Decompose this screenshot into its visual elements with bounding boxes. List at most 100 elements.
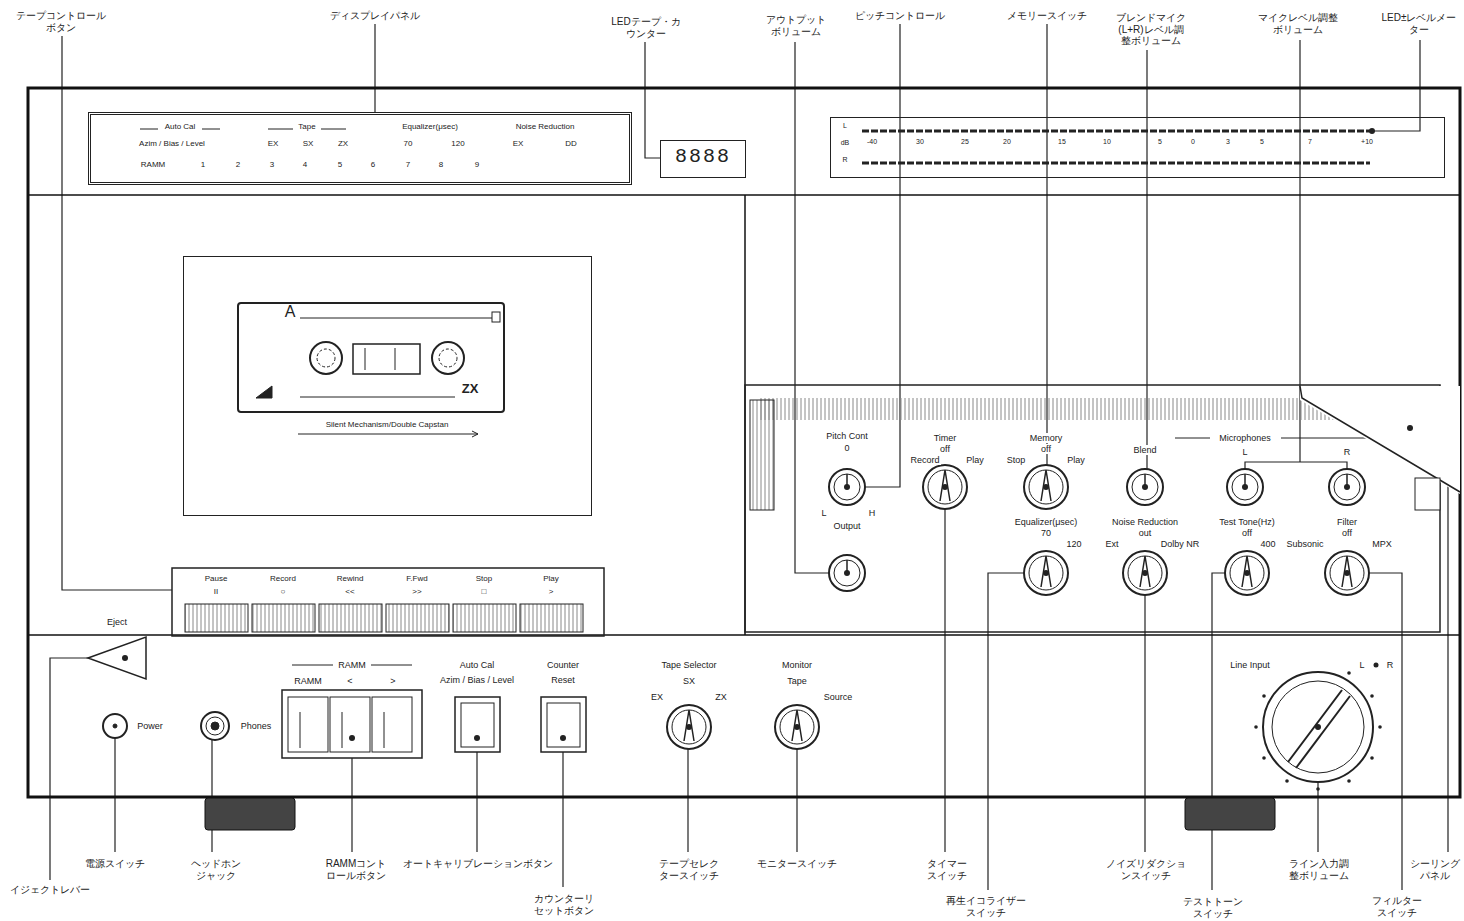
leader-line [687, 749, 688, 852]
lower-controls [372, 697, 412, 752]
control-label: R [1386, 660, 1395, 670]
leader-line [645, 42, 660, 158]
leader-line [50, 24, 1448, 890]
dot [1407, 425, 1413, 431]
transport-strip [185, 604, 248, 632]
control-label: Monitor [781, 660, 813, 670]
dot [1370, 756, 1374, 760]
control-label: 0 [843, 443, 850, 453]
dot [1262, 694, 1266, 698]
control-label: Filter [1336, 517, 1358, 527]
control-label: Dolby NR [1160, 539, 1201, 549]
cassette-drawing [353, 344, 420, 374]
callout-label: ブレンドマイク(L+R)レベル調整ボリューム [1113, 12, 1189, 47]
cassette-drawing [365, 348, 366, 370]
control-label: Pitch Cont [825, 431, 869, 441]
callout-label: 再生イコライザースイッチ [943, 895, 1029, 918]
control-label: Blend [1132, 445, 1157, 455]
cassette-drawing [298, 434, 478, 435]
panel-knobs [667, 465, 1369, 749]
panel-knobs [923, 465, 967, 509]
panel-text: 5 [1158, 138, 1162, 146]
lower-controls [384, 712, 385, 748]
control-subpanel [750, 400, 774, 510]
panel-knobs [829, 555, 865, 591]
leader-line [1317, 782, 1318, 852]
level-meter: LdBR-40302520151050357+10 [830, 117, 1445, 178]
panel-knobs [1024, 551, 1068, 595]
lower-controls [292, 665, 333, 666]
control-label: Tape Selector [660, 660, 717, 670]
leader-line [795, 42, 829, 573]
callout-label: イジェクトレバー [9, 884, 91, 896]
cassette: AZX [237, 302, 505, 413]
control-label: > [389, 676, 396, 686]
display-decor [140, 129, 158, 130]
panel-text: 120 [451, 139, 464, 148]
panel-text: R [842, 156, 847, 164]
callout-label: フィルタースイッチ [1370, 895, 1424, 918]
panel-knobs [1123, 551, 1167, 595]
transport-strip [172, 568, 604, 636]
control-label: Test Tone(Hz) [1218, 517, 1275, 527]
panel-knobs [829, 469, 865, 505]
meter-bar [862, 162, 1370, 165]
lower-controls [461, 703, 494, 747]
cassette-drawing [395, 348, 396, 370]
panel-text: Azim / Bias / Level [139, 139, 205, 148]
panel-text: Pause [205, 574, 228, 583]
panel-text: DD [565, 139, 577, 148]
dot [1347, 779, 1351, 783]
control-label: Source [823, 692, 854, 702]
panel-text: Tape [298, 122, 315, 131]
lower-controls [103, 714, 127, 738]
panel-text: EX [513, 139, 524, 148]
lower-controls [88, 637, 1373, 782]
cassette-drawing [432, 342, 464, 374]
panel-text: << [345, 587, 354, 596]
control-label: Equalizer(μsec) [1014, 517, 1079, 527]
cassette-drawing [256, 312, 500, 437]
leader-line [114, 738, 115, 852]
transport-strip [520, 604, 583, 632]
leader-line [1144, 595, 1145, 852]
dot [122, 655, 128, 661]
lower-controls [288, 697, 328, 752]
transport-button: Play> [518, 570, 585, 602]
dot [1254, 725, 1258, 729]
lower-controls [455, 697, 500, 752]
callout-label: オートキャリブレーションボタン [402, 858, 554, 870]
transport-button: Rewind<< [317, 570, 384, 602]
leader-line [562, 752, 563, 887]
deck-body [1185, 798, 1275, 830]
callout-label: カウンターリセットボタン [532, 893, 596, 916]
cassette-drawing [300, 318, 492, 319]
dot [1378, 725, 1382, 729]
callout-label: ディスプレイパネル [329, 10, 421, 22]
control-label: RAMM [337, 660, 367, 670]
lower-controls [342, 712, 343, 748]
panel-text: 70 [404, 139, 413, 148]
callout-label: ピッチコントロール [854, 10, 946, 22]
leader-line [1212, 573, 1225, 890]
callout-label: タイマースイッチ [925, 858, 969, 881]
control-label: off [1341, 528, 1353, 538]
lower-controls [541, 697, 586, 752]
dot [349, 735, 355, 741]
panel-text: SX [303, 139, 314, 148]
transport-button: Stop□ [451, 570, 518, 602]
lower-controls [201, 712, 229, 740]
control-label: off [1040, 444, 1052, 454]
panel-text: 4 [303, 160, 307, 169]
cassette-drawing [492, 312, 500, 322]
panel-text: >> [412, 587, 421, 596]
panel-text: 1 [201, 160, 205, 169]
panel-text: 7 [406, 160, 410, 169]
lower-controls [211, 722, 219, 730]
callout-label: モニタースイッチ [756, 858, 838, 870]
control-label: L [1358, 660, 1365, 670]
control-label: Ext [1104, 539, 1119, 549]
panel-text: -40 [867, 138, 877, 146]
meter-bar [862, 131, 1370, 163]
leader-line [374, 24, 375, 112]
